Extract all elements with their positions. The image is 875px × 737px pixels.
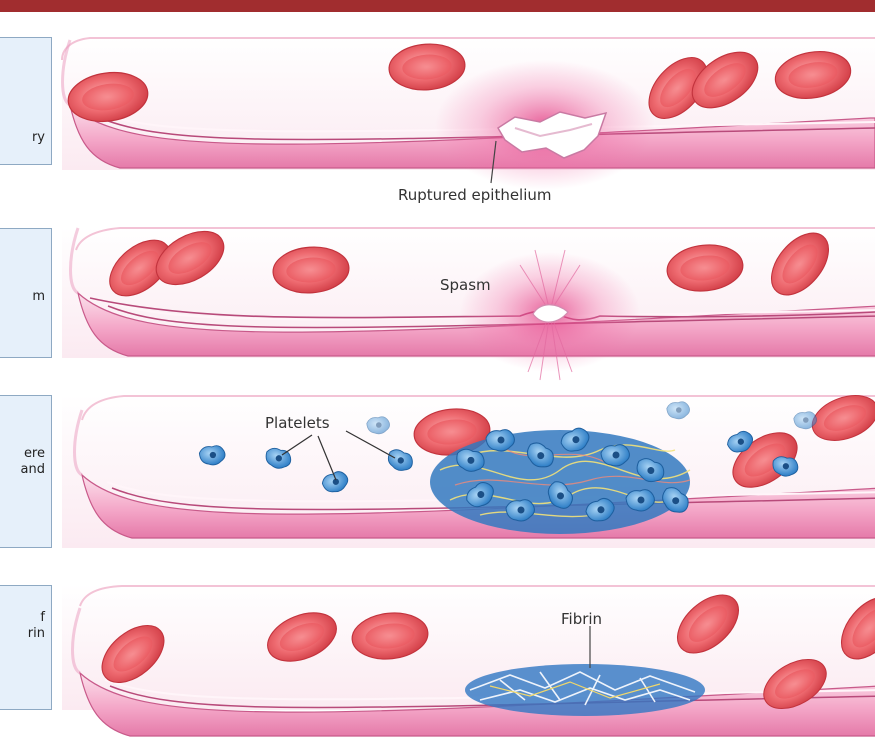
- platelets-label: Platelets: [265, 414, 330, 432]
- panel-spasm: Spasm: [62, 220, 875, 380]
- panel-fibrin: Fibrin: [62, 584, 875, 736]
- fibrin-mesh: [465, 664, 705, 716]
- fibrin-label: Fibrin: [561, 610, 602, 628]
- spasm-label: Spasm: [440, 276, 491, 294]
- ruptured-epithelium-label: Ruptured epithelium: [398, 186, 552, 204]
- panel-platelets: Platelets: [62, 387, 875, 548]
- panel-injury: Ruptured epithelium: [62, 38, 875, 204]
